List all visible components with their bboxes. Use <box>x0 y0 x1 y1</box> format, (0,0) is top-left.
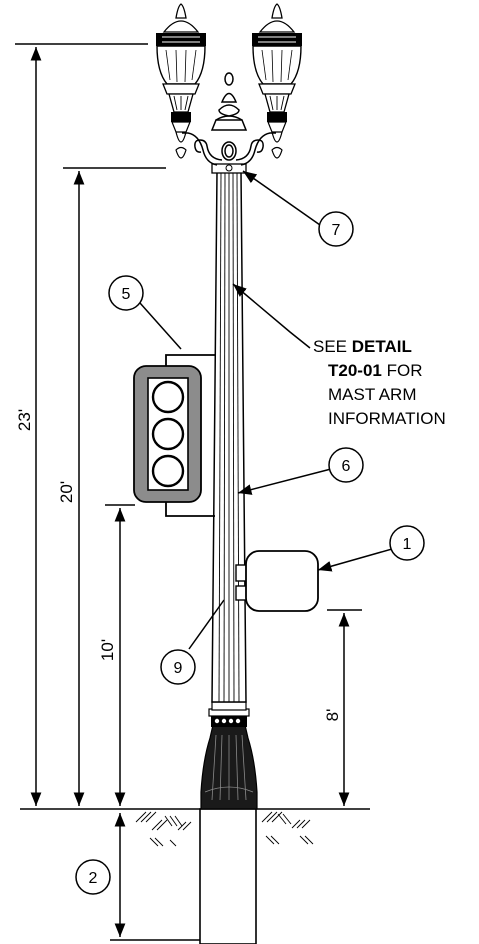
signal-mount-brackets <box>165 354 215 517</box>
dimension-20ft <box>63 167 166 806</box>
traffic-signal-head <box>133 365 202 503</box>
svg-text:SEE DETAIL: SEE DETAIL <box>313 337 412 356</box>
signal-lens-middle <box>151 417 185 451</box>
mast-arm-note: SEE DETAIL T20-01 FOR MAST ARM INFORMATI… <box>313 337 446 428</box>
luminaire-arm <box>182 72 276 166</box>
callout-9: 9 <box>160 649 196 685</box>
pole-base <box>200 701 258 810</box>
dimension-8ft-label: 8' <box>323 709 342 722</box>
svg-text:INFORMATION: INFORMATION <box>328 409 446 428</box>
soil-hatch-left <box>135 811 192 847</box>
street-sign <box>235 550 319 612</box>
dimension-8ft <box>327 609 362 806</box>
dimension-23ft-label: 23' <box>15 409 34 431</box>
svg-text:MAST ARM: MAST ARM <box>328 385 416 404</box>
callout-2: 2 <box>75 859 111 895</box>
foundation <box>199 808 257 944</box>
luminaire-right <box>252 3 302 159</box>
luminaire-left <box>156 3 206 159</box>
signal-lens-bottom <box>151 454 185 488</box>
svg-text:2: 2 <box>89 870 98 887</box>
svg-text:1: 1 <box>403 536 412 553</box>
svg-text:T20-01 FOR: T20-01 FOR <box>328 361 422 380</box>
pole-shaft <box>211 163 247 703</box>
svg-text:6: 6 <box>342 458 351 475</box>
callout-1: 1 <box>389 525 425 561</box>
svg-text:7: 7 <box>332 222 341 239</box>
dimension-23ft <box>15 43 148 806</box>
soil-hatch-right <box>261 811 314 845</box>
dimension-20ft-label: 20' <box>57 481 76 503</box>
leader-lines <box>139 170 400 650</box>
svg-text:5: 5 <box>122 286 131 303</box>
callout-5: 5 <box>108 275 144 311</box>
dimension-10ft-label: 10' <box>98 639 117 661</box>
dimension-foundation <box>110 813 200 941</box>
callout-6: 6 <box>328 447 364 483</box>
callout-7: 7 <box>318 211 354 247</box>
dimension-10ft <box>105 504 135 806</box>
signal-lens-top <box>151 380 185 414</box>
svg-text:9: 9 <box>174 660 183 677</box>
